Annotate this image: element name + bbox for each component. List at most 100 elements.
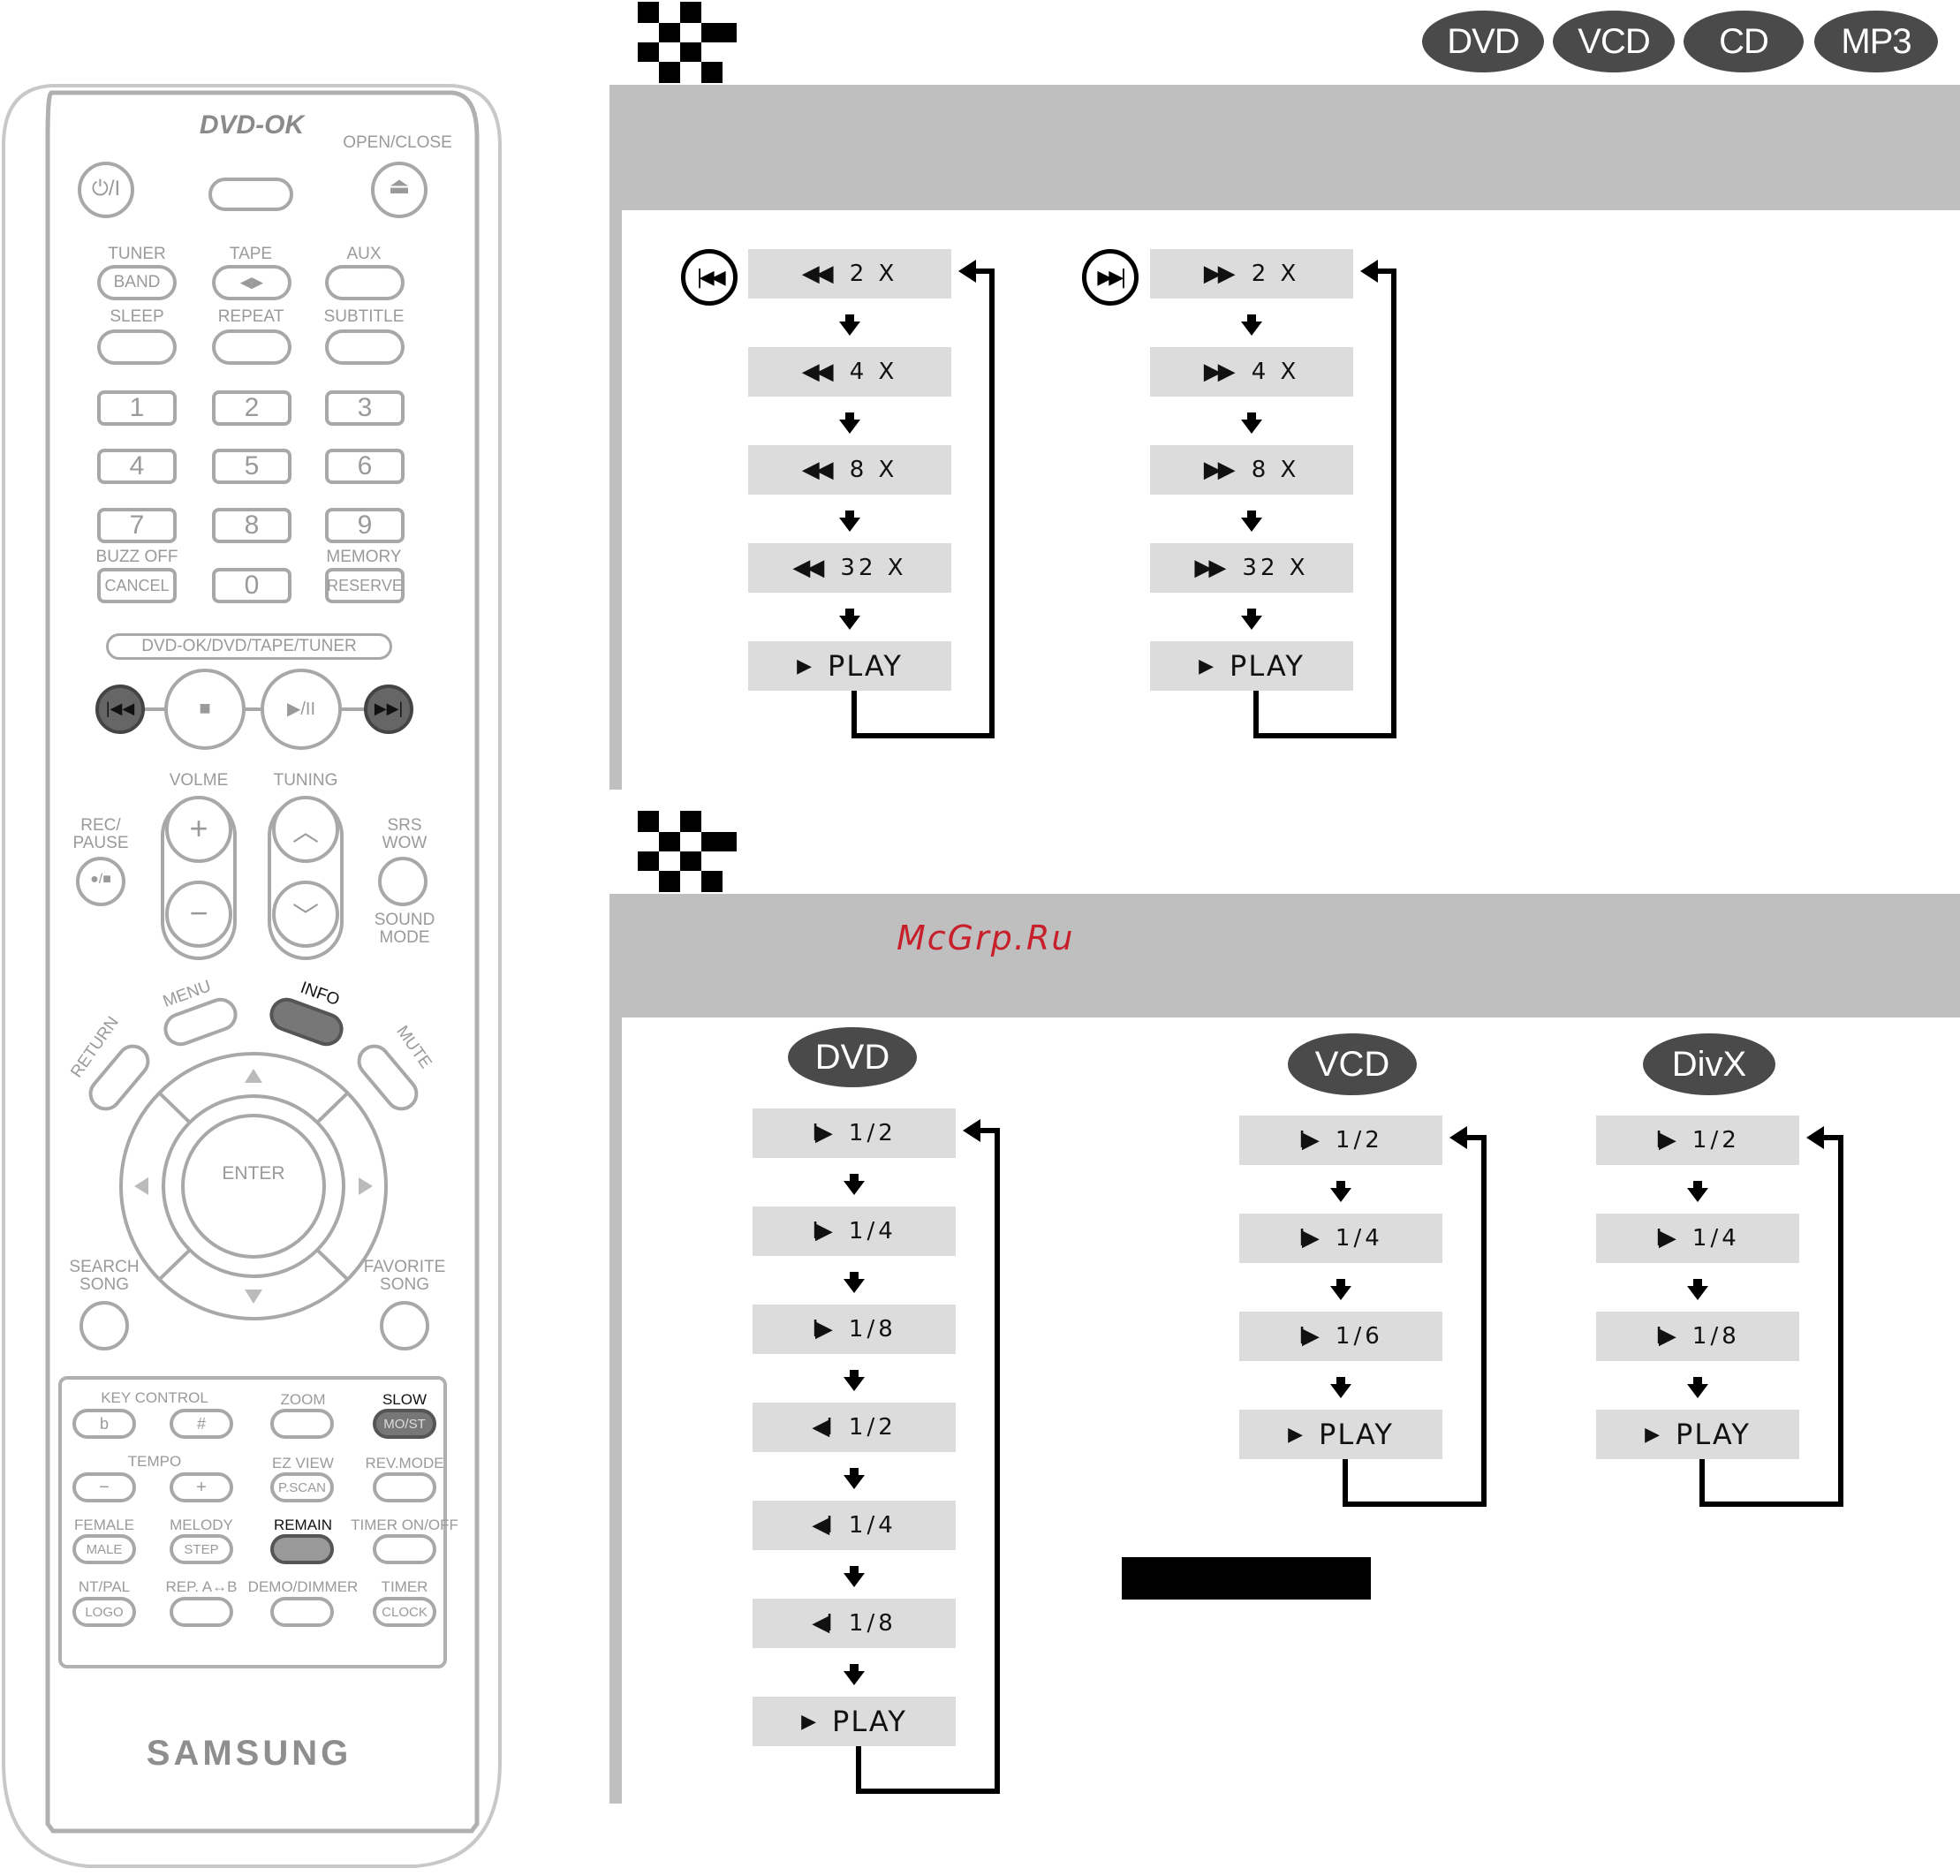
timer-onoff-button[interactable] bbox=[373, 1534, 436, 1564]
key-control-label: KEY CONTROL bbox=[101, 1389, 208, 1406]
play-pause-icon[interactable]: ▶/II bbox=[286, 700, 316, 719]
enter-button[interactable]: ENTER bbox=[222, 1163, 285, 1184]
forward-skip-icon[interactable]: ▶▶| bbox=[374, 700, 404, 717]
step-label: 1/4 bbox=[848, 1218, 897, 1244]
step-symbol-icon: I▶ bbox=[1298, 1323, 1320, 1350]
loop-line bbox=[1253, 733, 1396, 738]
down-arrow-icon bbox=[839, 314, 860, 336]
sleep-button[interactable] bbox=[97, 329, 177, 365]
loop-line bbox=[1699, 1502, 1843, 1507]
step-label: 4 X bbox=[849, 359, 898, 385]
step-label: 8 X bbox=[1251, 457, 1300, 483]
rep-ab-button[interactable] bbox=[170, 1597, 233, 1627]
loop-line bbox=[856, 1789, 1000, 1794]
slow-label: SLOW bbox=[382, 1391, 428, 1408]
step-symbol-icon: ▶ bbox=[801, 1710, 816, 1733]
logo-button[interactable]: LOGO bbox=[72, 1597, 136, 1627]
melody-label: MELODY bbox=[170, 1517, 233, 1533]
eject-icon[interactable]: ⏏ bbox=[388, 172, 411, 199]
key-flat-button[interactable]: b bbox=[72, 1409, 136, 1439]
return-arrow-icon bbox=[958, 260, 976, 283]
key-sharp-button[interactable]: # bbox=[170, 1409, 233, 1439]
down-arrow-icon bbox=[1241, 314, 1262, 336]
power-button[interactable]: ⏻/I bbox=[91, 177, 121, 200]
down-arrow-icon bbox=[844, 1369, 865, 1391]
step-symbol-icon: I▶ bbox=[1655, 1323, 1676, 1350]
step-label: PLAY bbox=[1319, 1418, 1394, 1451]
stop-icon[interactable]: ■ bbox=[199, 697, 211, 719]
loop-line bbox=[1822, 1135, 1843, 1140]
digit-9-button[interactable]: 9 bbox=[325, 508, 405, 543]
step-label: 1/2 bbox=[1691, 1127, 1740, 1154]
step-label: 1/2 bbox=[1335, 1127, 1383, 1154]
srs-wow-label: SRS WOW bbox=[382, 816, 428, 852]
step-symbol-icon: I▶ bbox=[1298, 1127, 1320, 1154]
down-arrow-icon bbox=[1687, 1180, 1708, 1202]
step-symbol-icon: ▶▶ bbox=[1203, 457, 1236, 483]
step-label: 8 X bbox=[849, 457, 898, 483]
open-close-label: OPEN/CLOSE bbox=[343, 133, 452, 152]
sound-mode-label: SOUND MODE bbox=[374, 911, 435, 947]
aux-label: AUX bbox=[346, 245, 382, 263]
tuning-up-icon[interactable]: ︿ bbox=[292, 818, 319, 847]
digit-3-button[interactable]: 3 bbox=[325, 390, 405, 426]
timer-label: TIMER bbox=[381, 1578, 428, 1595]
rewind-skip-icon[interactable]: |◀◀ bbox=[105, 700, 135, 717]
tempo-minus-button[interactable]: − bbox=[72, 1472, 136, 1502]
clock-button[interactable]: CLOCK bbox=[373, 1597, 436, 1627]
tape-button[interactable]: ◀▶ bbox=[212, 265, 291, 300]
step-symbol-icon: ◀◀ bbox=[792, 555, 824, 581]
loop-line bbox=[1465, 1135, 1487, 1140]
mo-st-button[interactable]: MO/ST bbox=[373, 1409, 436, 1439]
source-selector-button[interactable]: DVD-OK/DVD/TAPE/TUNER bbox=[106, 633, 392, 660]
volume-up-icon[interactable]: + bbox=[189, 810, 208, 846]
redacted-bar bbox=[1122, 1557, 1371, 1600]
reserve-button[interactable]: RESERVE bbox=[325, 568, 405, 603]
digit-6-button[interactable]: 6 bbox=[325, 449, 405, 484]
section-left-rule bbox=[609, 210, 622, 790]
p-scan-button[interactable]: P.SCAN bbox=[270, 1472, 334, 1502]
loop-line bbox=[989, 269, 995, 738]
demo-dimmer-button[interactable] bbox=[270, 1597, 334, 1627]
step-symbol-icon: ▶ bbox=[1645, 1423, 1660, 1446]
skip-forward-icon: ▶▶| bbox=[1082, 249, 1139, 306]
step-symbol-icon: ◀I bbox=[812, 1512, 833, 1539]
step-symbol-icon: I▶ bbox=[812, 1218, 833, 1244]
slow-divx-step: I▶1/8 bbox=[1596, 1312, 1799, 1361]
skip-back-icon: |◀◀ bbox=[681, 249, 738, 306]
step-label: PLAY bbox=[832, 1705, 907, 1738]
tempo-plus-button[interactable]: + bbox=[170, 1472, 233, 1502]
down-arrow-icon bbox=[1687, 1376, 1708, 1398]
volume-down-icon[interactable]: − bbox=[189, 895, 208, 931]
aux-button[interactable] bbox=[325, 265, 405, 300]
subtitle-button[interactable] bbox=[325, 329, 405, 365]
slow-vcd-step: I▶1/4 bbox=[1239, 1214, 1442, 1263]
digit-8-button[interactable]: 8 bbox=[212, 508, 291, 543]
digit-4-button[interactable]: 4 bbox=[97, 449, 177, 484]
slow-dvd-step: I▶ 1/4 bbox=[753, 1207, 956, 1256]
zoom-button[interactable] bbox=[270, 1409, 334, 1439]
loop-line bbox=[1253, 691, 1259, 738]
step-label: 1/4 bbox=[1335, 1225, 1383, 1252]
step-symbol-icon: ▶ bbox=[1288, 1423, 1303, 1446]
digit-0-button[interactable]: 0 bbox=[212, 568, 291, 603]
step-label: 2 X bbox=[849, 261, 898, 287]
repeat-button[interactable] bbox=[212, 329, 291, 365]
loop-line bbox=[974, 269, 995, 274]
step-button[interactable]: STEP bbox=[170, 1534, 233, 1564]
cancel-button[interactable]: CANCEL bbox=[97, 568, 177, 603]
remain-button[interactable] bbox=[270, 1534, 334, 1564]
digit-7-button[interactable]: 7 bbox=[97, 508, 177, 543]
rev-mode-button[interactable] bbox=[373, 1472, 436, 1502]
rec-pause-icon[interactable]: ●/■ bbox=[90, 872, 111, 887]
digit-5-button[interactable]: 5 bbox=[212, 449, 291, 484]
loop-line bbox=[995, 1128, 1000, 1794]
male-button[interactable]: MALE bbox=[72, 1534, 136, 1564]
digit-2-button[interactable]: 2 bbox=[212, 390, 291, 426]
step-symbol-icon: ▶▶ bbox=[1203, 261, 1236, 287]
band-button[interactable]: BAND bbox=[97, 265, 177, 300]
tuning-down-icon[interactable]: ﹀ bbox=[292, 903, 319, 932]
dvd-badge: DVD bbox=[1422, 11, 1544, 72]
digit-1-button[interactable]: 1 bbox=[97, 390, 177, 426]
